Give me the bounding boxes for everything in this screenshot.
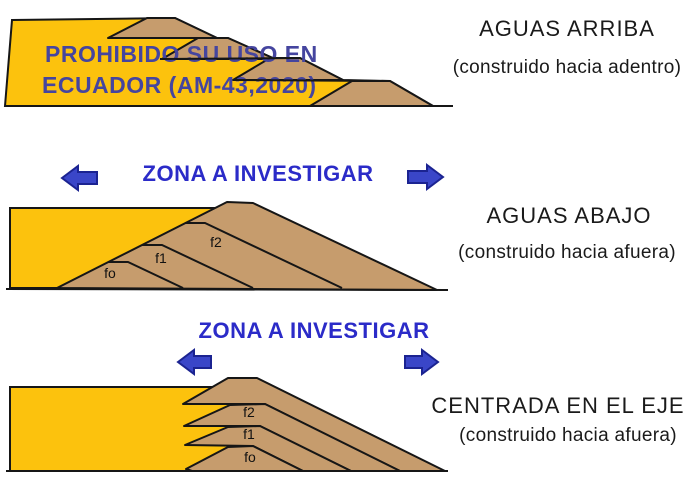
downstream-stage-label-f1: f1 (155, 250, 167, 266)
upstream-subtitle: (construido hacia adentro) (453, 57, 682, 78)
arrow-right-icon (407, 163, 445, 191)
bench-line-over-text-1 (159, 57, 301, 60)
zone-label-bottom: ZONA A INVESTIGAR (199, 318, 430, 343)
bench-line-over-text-2 (232, 79, 391, 82)
downstream-diagram: fo f1 f2 (5, 201, 449, 291)
centerline-stage-label-f1: f1 (243, 426, 255, 442)
downstream-stage-line-f0 (108, 261, 184, 289)
arrow-left-icon (176, 348, 212, 376)
zone-label-middle: ZONA A INVESTIGAR (143, 161, 374, 186)
downstream-stage-line-f2 (185, 222, 343, 289)
upstream-title: AGUAS ARRIBA (479, 16, 655, 41)
method-labels: AGUAS ARRIBA (construido hacia adentro) … (431, 16, 684, 446)
downstream-stage-label-f0: fo (104, 265, 116, 281)
downstream-stage-line-f1 (142, 244, 254, 289)
prohibition-banner-line1: PROHIBIDO SU USO EN (45, 41, 318, 67)
centerline-title: CENTRADA EN EL EJE (431, 393, 684, 418)
prohibition-banner-line2: ECUADOR (AM-43,2020) (42, 72, 317, 98)
downstream-title: AGUAS ABAJO (486, 203, 651, 228)
centerline-stage-label-f2: f2 (243, 404, 255, 420)
downstream-stage-label-f2: f2 (210, 234, 222, 250)
downstream-subtitle: (construido hacia afuera) (458, 242, 676, 263)
upstream-diagram: PROHIBIDO SU USO EN ECUADOR (AM-43,2020) (3, 16, 453, 107)
centerline-stage-label-f0: fo (244, 449, 256, 465)
upstream-dike-4 (107, 17, 218, 39)
zone-row-bottom: ZONA A INVESTIGAR (176, 318, 440, 376)
downstream-base-line (5, 288, 449, 291)
centerline-tailings-pond (9, 386, 236, 472)
centerline-diagram: f2 f1 fo (6, 377, 448, 472)
centerline-subtitle: (construido hacia afuera) (459, 425, 677, 446)
arrow-right-icon (404, 348, 440, 376)
zone-row-middle: ZONA A INVESTIGAR (60, 161, 445, 192)
arrow-left-icon (60, 164, 98, 192)
